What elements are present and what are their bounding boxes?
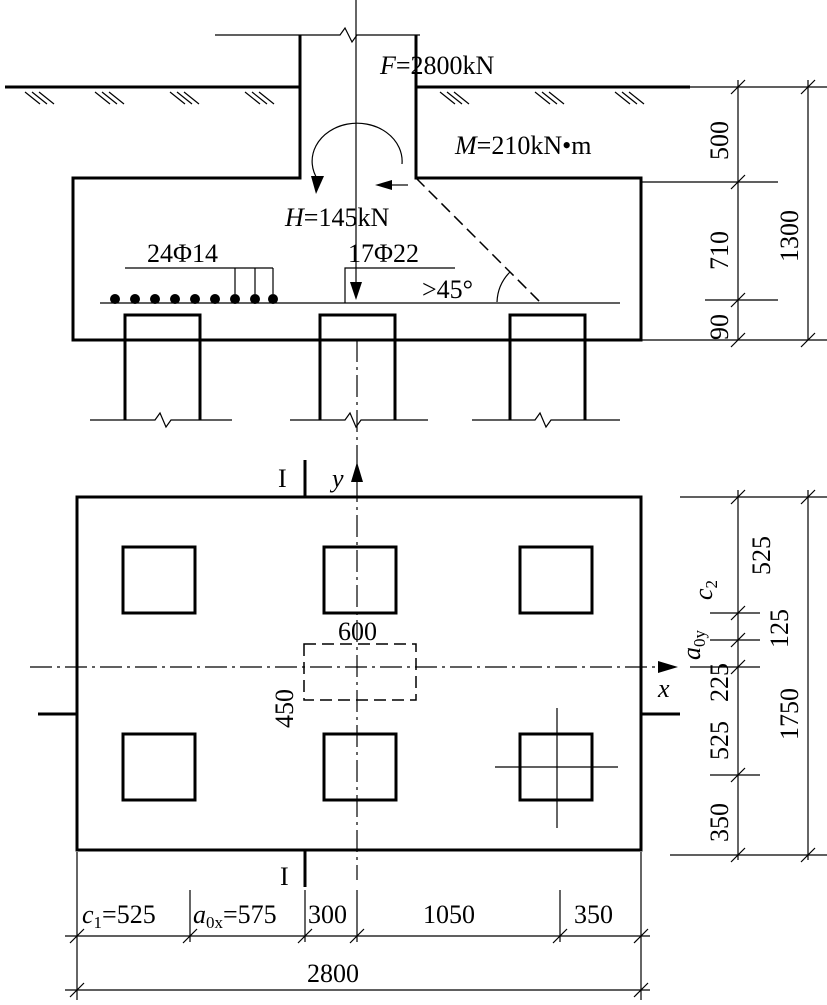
dim-710: 710 — [705, 231, 734, 270]
y-axis-arrow — [351, 462, 363, 482]
angle-label: >45° — [422, 275, 473, 304]
bars-a-leader — [125, 267, 274, 294]
a0y-label: a0y — [677, 630, 709, 661]
section-dimension-lines — [640, 79, 827, 348]
dim-90: 90 — [705, 314, 734, 340]
dim-1300: 1300 — [775, 210, 804, 262]
ground-hatching — [24, 91, 645, 105]
dim-525-top: 525 — [747, 536, 776, 575]
force-H-arrowhead — [375, 180, 392, 190]
pile-left — [123, 313, 202, 420]
moment-arrowhead — [311, 176, 324, 194]
pile-break-lines — [90, 411, 620, 429]
pile-plan-top-right — [518, 545, 594, 615]
pile-right — [508, 313, 587, 420]
pile-middle — [318, 313, 397, 420]
a0x-label: a0x=575 — [193, 900, 277, 932]
dim-1050: 1050 — [423, 900, 475, 929]
column-break-line — [215, 26, 420, 44]
force-H-label: H=145kN — [284, 203, 389, 232]
pile-plan-top-center — [322, 545, 398, 615]
x-axis-arrow — [658, 661, 678, 673]
elevation-section — [5, 0, 827, 429]
force-F-label: F=2800kN — [379, 51, 495, 80]
dim-350-right: 350 — [705, 803, 734, 842]
column-depth-label: 450 — [270, 689, 299, 728]
dim-125: 125 — [765, 609, 794, 648]
bars-a-label: 24Φ14 — [147, 239, 218, 268]
pile-plan-bottom-center — [322, 732, 398, 802]
rebar-dots — [110, 294, 278, 304]
moment-M-label: M=210kN•m — [454, 131, 591, 160]
y-axis-label: y — [329, 464, 344, 493]
section-labels: F=2800kN M=210kN•m H=145kN 24Φ14 17Φ22 >… — [147, 51, 804, 340]
moment-arc — [311, 122, 403, 181]
punching-line — [415, 177, 541, 303]
column-width-label: 600 — [338, 617, 377, 646]
dim-1750: 1750 — [775, 688, 804, 740]
dim-2800: 2800 — [307, 959, 359, 988]
pile-cap-plan — [75, 495, 643, 852]
force-F-arrowhead — [350, 282, 362, 300]
dim-350-bottom: 350 — [574, 900, 613, 929]
plan-view — [30, 340, 827, 1000]
angle-arc — [496, 271, 511, 303]
c2-label: c2 — [689, 580, 721, 600]
pile-plan-bottom-left — [121, 732, 197, 802]
section-mark-bottom: I — [280, 862, 289, 891]
plan-bottom-dimension-lines — [65, 852, 650, 1000]
bars-b-label: 17Φ22 — [348, 239, 419, 268]
pile-plan-top-left — [121, 545, 197, 615]
section-mark-top: I — [278, 464, 287, 493]
bars-b-leader — [344, 267, 455, 303]
plan-labels: I I y x 600 450 c1=525 a0x=575 300 1050 … — [82, 464, 804, 988]
dim-225: 225 — [705, 663, 734, 702]
dim-500: 500 — [705, 121, 734, 160]
column-outline-plan — [303, 643, 417, 701]
x-axis-label: x — [657, 674, 670, 703]
plan-right-dimension-lines — [670, 489, 827, 863]
dim-525-bottom: 525 — [705, 721, 734, 760]
dim-300: 300 — [308, 900, 347, 929]
c1-label: c1=525 — [82, 900, 156, 932]
